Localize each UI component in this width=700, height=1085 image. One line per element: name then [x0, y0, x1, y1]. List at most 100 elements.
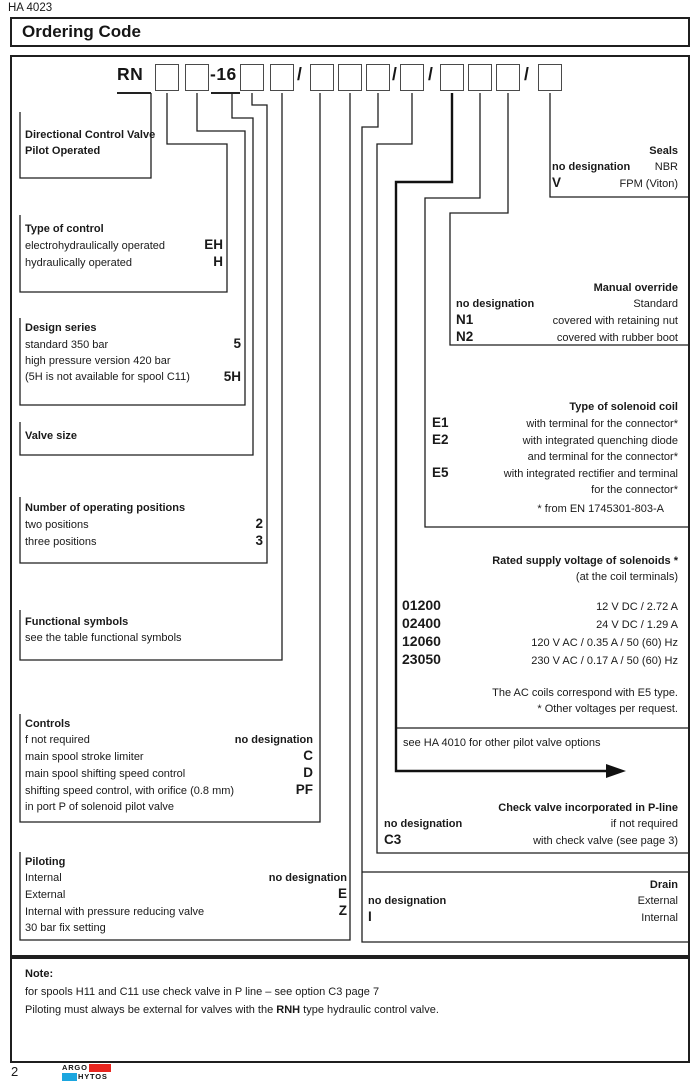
option-label: External	[25, 889, 66, 901]
section-title: Type of solenoid coil	[569, 401, 678, 413]
option-code: no designation	[456, 298, 535, 310]
section-title: Design series	[25, 322, 97, 334]
section-functional-symbols: Functional symbols see the table functio…	[25, 614, 275, 646]
code-size: -16	[210, 64, 237, 84]
code-box-drain	[366, 64, 390, 91]
option-code: E	[337, 886, 347, 901]
option-label: three positions	[25, 536, 97, 548]
option-code: EH	[204, 237, 223, 252]
code-box-control-type	[155, 64, 179, 91]
option-label-continuation: 30 bar fix setting	[25, 922, 106, 934]
connector-line-control-type	[19, 93, 228, 293]
option-code: D	[303, 765, 313, 780]
option-row: three positions 3	[25, 533, 263, 550]
option-row: no designation Standard	[456, 296, 678, 312]
connector-line-manual-override	[449, 93, 690, 346]
option-code: E1	[432, 415, 449, 430]
connector-line-design	[19, 93, 246, 406]
section-title: Type of control	[25, 223, 104, 235]
option-label: high pressure version 420 bar (5H is not…	[25, 353, 190, 385]
option-row: standard 350 bar 5	[25, 336, 241, 353]
option-desc: 230 V AC / 0.17 A / 50 (60) Hz	[531, 655, 678, 667]
option-code: 12060	[402, 633, 441, 649]
code-box-functional-symbol	[270, 64, 294, 91]
section-controls: Controls f not required no designation m…	[25, 716, 313, 815]
section-title: Drain	[649, 879, 678, 891]
section-valve-size: Valve size	[25, 428, 225, 444]
voltage-note-other: * Other voltages per request.	[537, 703, 678, 715]
code-box-manual-override	[496, 64, 520, 91]
option-code: H	[213, 254, 223, 269]
option-code: no designation	[234, 734, 313, 746]
option-label: hydraulically operated	[25, 257, 133, 269]
option-desc: NBR	[654, 161, 678, 173]
option-row: 01200 12 V DC / 2.72 A	[402, 597, 678, 615]
section-title: Controls	[25, 718, 71, 730]
option-row: no designation NBR	[552, 159, 678, 175]
logo-word-argo: ARGO	[62, 1063, 88, 1072]
note-title: Note:	[25, 968, 54, 980]
option-desc: with integrated rectifier and terminal f…	[504, 466, 678, 498]
section-title: Rated supply voltage of solenoids *	[492, 555, 678, 567]
option-code: 02400	[402, 615, 441, 631]
option-row: two positions 2	[25, 516, 263, 533]
note-section: Note: for spools H11 and C11 use check v…	[25, 965, 675, 1019]
option-desc: FPM (Viton)	[619, 178, 678, 190]
option-label: Internal with pressure reducing valve	[25, 906, 205, 918]
section-title: Manual override	[593, 282, 678, 294]
option-code: I	[368, 909, 372, 924]
option-desc: External	[637, 895, 678, 907]
code-slash: /	[428, 64, 434, 84]
page-number: 2	[11, 1064, 19, 1079]
option-label-continuation: in port P of solenoid pilot valve	[25, 801, 174, 813]
section-pilot-valve-options: see HA 4010 for other pilot valve option…	[403, 735, 643, 751]
code-box-seals	[538, 64, 562, 91]
section-subtitle: see the table functional symbols	[25, 632, 182, 644]
option-desc: Internal	[641, 912, 678, 924]
connector-line-voltage-pilot-arrow	[394, 93, 608, 773]
code-box-voltage	[440, 64, 464, 91]
connector-line-drain	[361, 93, 690, 943]
section-title: Seals	[649, 145, 678, 157]
pilot-valve-text: see HA 4010 for other pilot valve option…	[403, 737, 601, 749]
code-box-piloting	[338, 64, 362, 91]
connector-line-controls	[19, 93, 321, 823]
option-desc-line2: for the connector*	[591, 484, 678, 496]
option-row: E2 with integrated quenching diode and t…	[432, 432, 678, 465]
logo-row-bottom: HYTOS	[62, 1072, 111, 1081]
option-row: f not required no designation	[25, 732, 313, 748]
option-desc: 120 V AC / 0.35 A / 50 (60) Hz	[531, 637, 678, 649]
option-code: no designation	[552, 161, 631, 173]
option-code: Z	[338, 903, 347, 918]
option-row: high pressure version 420 bar (5H is not…	[25, 353, 241, 385]
code-slash: /	[297, 64, 303, 84]
logo-blue-block	[62, 1072, 77, 1081]
option-desc-line2: and terminal for the connector*	[527, 451, 678, 463]
connector-line-solenoid-coil	[424, 93, 690, 528]
option-row: no designation External	[368, 893, 678, 909]
option-desc: covered with rubber boot	[556, 332, 678, 344]
option-row: 12060 120 V AC / 0.35 A / 50 (60) Hz	[402, 633, 678, 651]
option-desc-line1: with integrated quenching diode	[522, 435, 678, 447]
option-code: V	[552, 175, 562, 190]
code-slash: /	[392, 64, 398, 84]
option-row: Internal with pressure reducing valve Z	[25, 903, 347, 920]
section-title: Functional symbols	[25, 616, 129, 628]
option-code: no designation	[368, 895, 447, 907]
option-row: 23050 230 V AC / 0.17 A / 50 (60) Hz	[402, 651, 678, 669]
option-row: shifting speed control, with orifice (0.…	[25, 782, 313, 799]
option-row: Internal no designation	[25, 870, 347, 886]
option-desc: Standard	[633, 298, 678, 310]
code-box-check-valve	[400, 64, 424, 91]
note-line2-bold: RNH	[276, 1004, 301, 1016]
option-code: no designation	[268, 872, 347, 884]
diagram-frame	[10, 55, 690, 957]
option-desc: with terminal for the connector*	[526, 418, 678, 430]
option-label: shifting speed control, with orifice (0.…	[25, 785, 235, 797]
option-row: 02400 24 V DC / 1.29 A	[402, 615, 678, 633]
logo-red-block	[88, 1063, 111, 1072]
argo-hytos-logo: ARGO HYTOS	[62, 1063, 111, 1081]
section-design-series: Design series standard 350 bar 5 high pr…	[25, 320, 241, 385]
option-code: C	[303, 748, 313, 763]
